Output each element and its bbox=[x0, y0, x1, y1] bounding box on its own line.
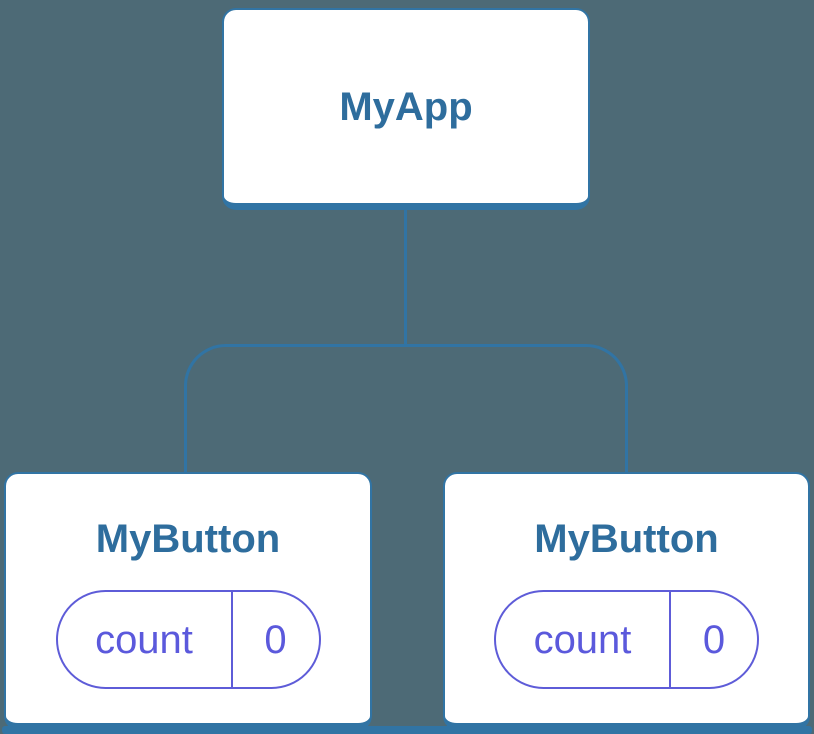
state-pill: count 0 bbox=[55, 590, 321, 689]
child-node-label: MyButton bbox=[95, 517, 281, 561]
state-key: count bbox=[95, 617, 193, 662]
state-value: 0 bbox=[230, 592, 319, 687]
state-value: 0 bbox=[669, 592, 757, 687]
child-node-right: MyButton count 0 bbox=[443, 472, 810, 730]
root-node-label: MyApp bbox=[339, 84, 473, 129]
state-pill: count 0 bbox=[494, 590, 759, 689]
connector-bracket bbox=[184, 344, 628, 472]
state-key: count bbox=[533, 617, 632, 662]
bottom-edge-line bbox=[2, 726, 812, 734]
child-node-left: MyButton count 0 bbox=[4, 472, 372, 730]
connector-stem bbox=[404, 210, 407, 346]
child-node-label: MyButton bbox=[534, 517, 719, 561]
root-node: MyApp bbox=[222, 8, 590, 210]
